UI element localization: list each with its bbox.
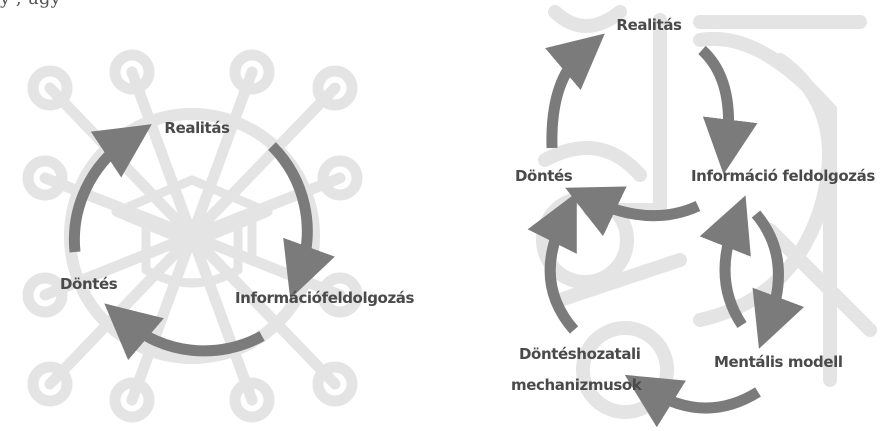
arrow-info-to-decision-right [565,186,701,237]
label-info-processing-right: Információ feldolgozás [691,167,875,185]
label-decision-left: Döntés [60,275,118,293]
cropped-heading-fragment: y , ugy [0,0,61,9]
arrow-mental-to-info [699,195,751,329]
label-info-processing-left: Információfeldolgozás [235,289,414,307]
label-reality-left: Realitás [164,119,230,137]
graduation-cap-icon [111,175,273,288]
arrow-decision-to-reality-right [545,33,605,149]
arrow-reality-to-info [268,142,335,299]
arrow-reality-to-info-right [698,45,758,175]
label-mechanisms-line1: Döntéshozatali [519,345,641,363]
arrow-decision-to-reality [68,124,152,253]
arrow-mental-to-mechanisms [624,374,761,428]
label-decision-right: Döntés [515,167,573,185]
right-cycle-arrows [527,33,805,428]
arrow-info-to-mental [751,210,805,349]
network-graduation-icon [22,49,363,423]
label-reality-right: Realitás [616,16,682,34]
label-mechanisms-line2: mechanizmusok [511,376,643,394]
label-mental-model: Mentális modell [714,353,843,371]
left-cycle-arrows [68,124,335,361]
arrow-info-to-decision [104,303,265,361]
arrow-mechanisms-to-decision [527,192,579,334]
